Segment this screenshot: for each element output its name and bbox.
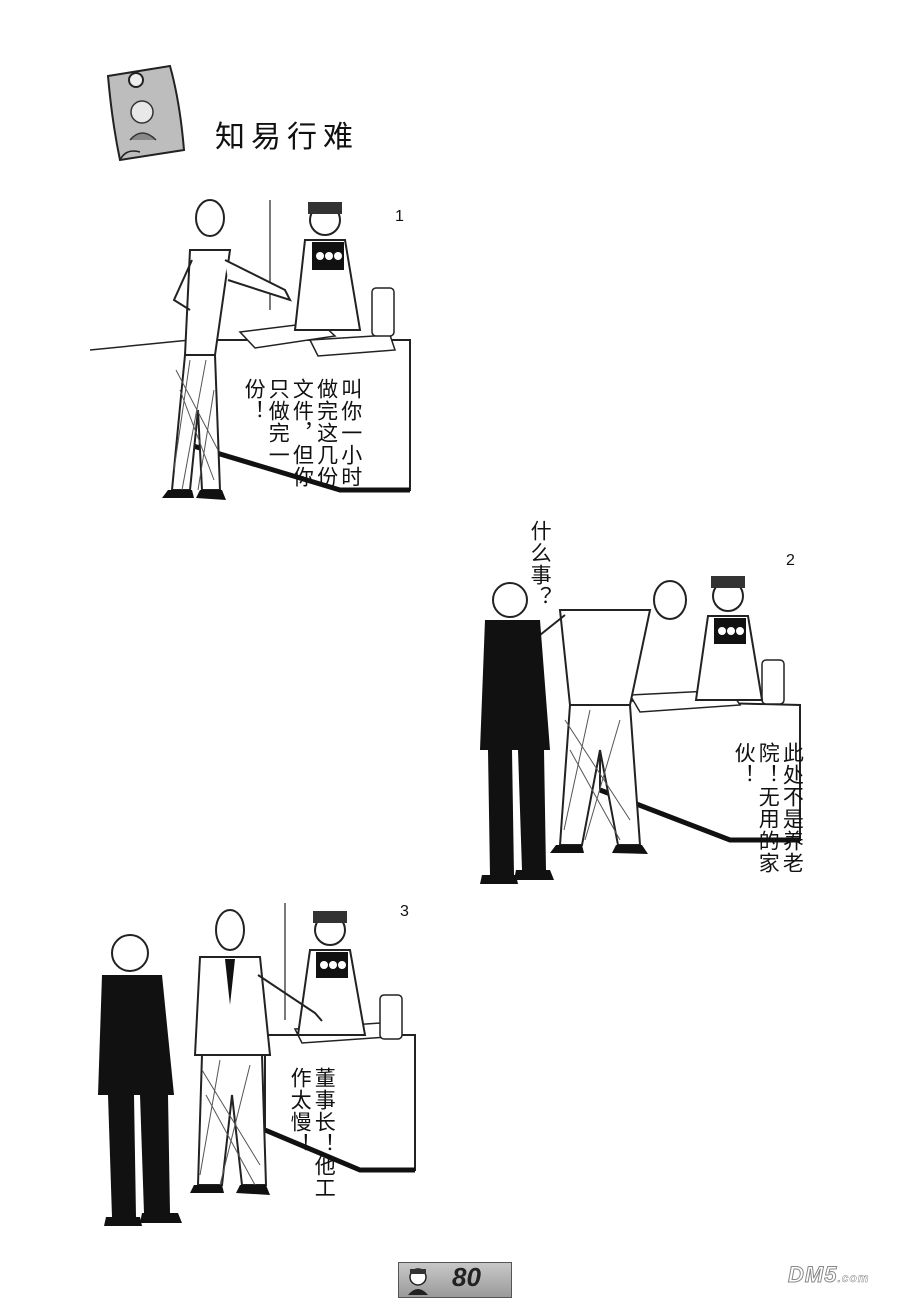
page-number: 80 — [452, 1262, 481, 1292]
panel-3-illustration — [98, 903, 416, 1226]
watermark-suffix: .com — [837, 1271, 870, 1286]
panel-number: 3 — [400, 903, 409, 920]
comic-panel-3: 3 董事长！他工作太慢！ — [90, 895, 420, 1245]
pinned-note-icon — [106, 64, 186, 162]
page-title: 知易行难 — [215, 120, 359, 155]
watermark-main: DM5 — [787, 1262, 838, 1288]
watermark: DM5.com — [787, 1262, 870, 1288]
panel-2-illustration — [480, 576, 801, 884]
speech-bubble-panel-2-left: 什么事？ — [528, 520, 553, 608]
comic-panel-2: 2 什么事？ 此处不是养老院！无用的家伙！ — [470, 520, 810, 900]
speech-bubble-panel-3: 董事长！他工作太慢！ — [288, 1067, 337, 1199]
speech-bubble-panel-1: 叫你一小时做完这几份文件，但你只做完一份！ — [242, 378, 363, 488]
speech-bubble-panel-2-right: 此处不是养老院！无用的家伙！ — [732, 742, 805, 874]
panel-number: 2 — [786, 552, 795, 569]
page-number-badge — [398, 1262, 512, 1298]
character-head-icon — [408, 1268, 428, 1295]
comic-panel-1: 1 叫你一小时做完这几份文件，但你只做完一份！ — [90, 190, 420, 520]
panel-1-illustration — [90, 199, 411, 500]
panel-number: 1 — [395, 208, 404, 225]
